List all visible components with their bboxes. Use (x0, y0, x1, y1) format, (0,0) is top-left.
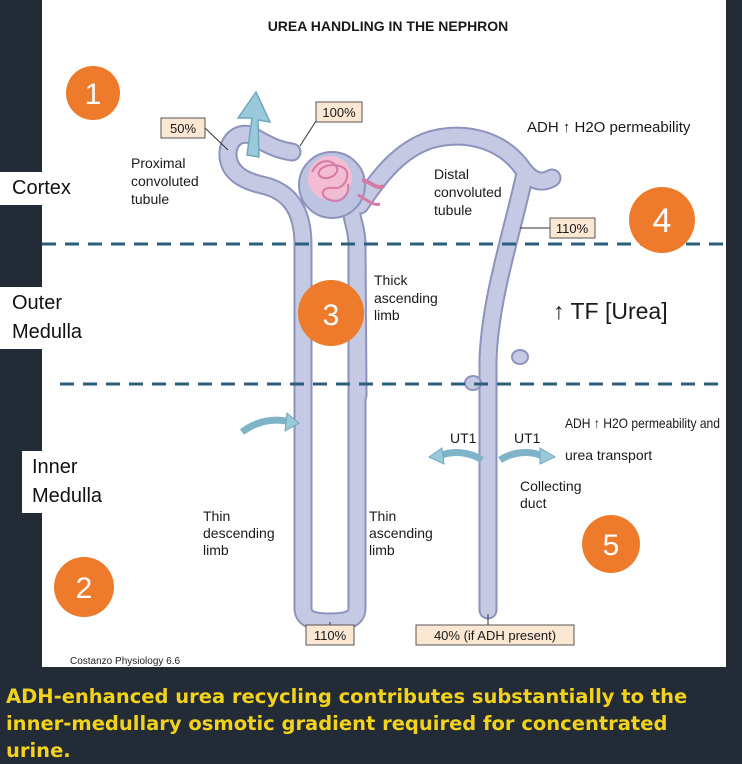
svg-text:Thick: Thick (374, 272, 408, 288)
step-badge-3: 3 (298, 280, 364, 346)
svg-text:2: 2 (76, 572, 93, 605)
slide-caption: ADH-enhanced urea recycling contributes … (6, 685, 688, 762)
svg-text:ADH ↑ H2O permeability and: ADH ↑ H2O permeability and (565, 415, 720, 431)
box-filtered-100: 100% (322, 105, 356, 120)
svg-text:1: 1 (85, 78, 102, 111)
svg-text:duct: duct (520, 495, 547, 511)
diagram-title: UREA HANDLING IN THE NEPHRON (268, 18, 509, 34)
step-badge-5: 5 (582, 515, 640, 573)
svg-text:limb: limb (374, 307, 400, 323)
svg-text:tubule: tubule (131, 191, 169, 207)
urea-entry-arrow (239, 416, 291, 435)
label-proximal-tubule: Proximal convoluted tubule (131, 155, 199, 207)
glomerulus (298, 151, 385, 219)
label-thin-ascending: Thin ascending limb (369, 508, 433, 558)
box-loop-110: 110% (314, 628, 347, 643)
svg-text:Proximal: Proximal (131, 155, 185, 171)
region-label-cortex: Cortex (0, 172, 79, 205)
tf-urea-note: ↑ TF [Urea] (553, 298, 668, 324)
reabsorption-arrow (236, 90, 272, 158)
svg-text:Thin: Thin (369, 508, 396, 524)
step-badge-1: 1 (66, 66, 120, 120)
svg-text:descending: descending (203, 525, 275, 541)
svg-text:limb: limb (369, 542, 395, 558)
box-proximal-50: 50% (170, 121, 196, 136)
ut1-right-arrow (498, 449, 544, 464)
nephron-diagram: UREA HANDLING IN THE NEPHRON (42, 18, 726, 667)
svg-text:5: 5 (603, 529, 620, 562)
adh-cortex-note: ADH ↑ H2O permeability (527, 119, 691, 136)
svg-text:Collecting: Collecting (520, 478, 581, 494)
adh-inner-note: ADH ↑ H2O permeability and urea transpor… (565, 415, 720, 463)
svg-text:convoluted: convoluted (131, 173, 199, 189)
source-credit: Costanzo Physiology 6.6 (70, 656, 181, 667)
diagram-panel: UREA HANDLING IN THE NEPHRON (42, 0, 726, 667)
box-distal-110: 110% (556, 221, 589, 236)
label-distal-tubule: Distal convoluted tubule (434, 166, 502, 218)
svg-text:ascending: ascending (374, 290, 438, 306)
svg-text:convoluted: convoluted (434, 184, 502, 200)
ut1-left-arrow (438, 449, 484, 464)
svg-text:urea transport: urea transport (565, 447, 652, 463)
ut1-right-label: UT1 (514, 430, 541, 446)
svg-text:limb: limb (203, 542, 229, 558)
svg-text:Distal: Distal (434, 166, 469, 182)
label-collecting-duct: Collecting duct (520, 478, 581, 511)
ut1-left-label: UT1 (450, 430, 477, 446)
svg-text:ascending: ascending (369, 525, 433, 541)
nephron-tubules (218, 124, 562, 632)
svg-text:Thin: Thin (203, 508, 230, 524)
step-badge-2: 2 (54, 557, 114, 617)
svg-text:tubule: tubule (434, 202, 472, 218)
label-thin-descending: Thin descending limb (203, 508, 275, 558)
percent-boxes: 50% 100% 110% 110% 40% (if ADH present) (160, 101, 596, 646)
box-collecting-40: 40% (if ADH present) (434, 628, 556, 643)
svg-text:4: 4 (653, 202, 672, 240)
step-badge-4: 4 (629, 187, 695, 253)
svg-text:3: 3 (323, 299, 340, 332)
label-thick-ascending: Thick ascending limb (374, 272, 438, 323)
